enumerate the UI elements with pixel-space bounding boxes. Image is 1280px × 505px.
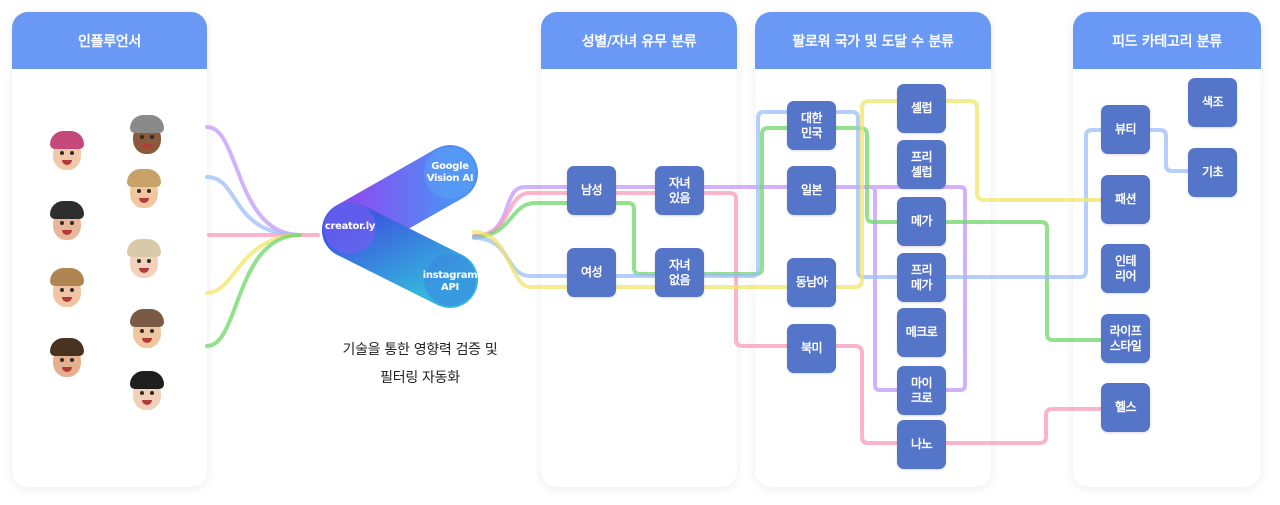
caption-line-2: 필터링 자동화 xyxy=(380,370,460,386)
avatar-eye xyxy=(137,259,141,263)
line-yellow-influencer xyxy=(205,233,302,295)
influencer-panel-title: 인플루언서 xyxy=(12,12,207,69)
avatar-mouth xyxy=(142,338,152,343)
node-pre-mega[interactable]: 프리 메가 xyxy=(897,253,946,302)
avatar-eye xyxy=(60,358,64,362)
avatar-eye xyxy=(137,189,141,193)
node-japan[interactable]: 일본 xyxy=(787,166,836,215)
avatar-cream-cap-thumbsup[interactable] xyxy=(122,236,166,280)
line-green-influencer xyxy=(205,233,302,348)
avatar-mouth xyxy=(62,367,72,372)
avatar-mouth xyxy=(142,144,152,149)
avatar-eye xyxy=(70,151,74,155)
follower-panel-title: 팔로워 국가 및 도달 수 분류 xyxy=(755,12,991,69)
avatar-mouth xyxy=(62,297,72,302)
avatar-blonde-earrings[interactable] xyxy=(45,265,89,309)
node-micro[interactable]: 마이 크로 xyxy=(897,366,946,415)
avatar-hair xyxy=(130,309,164,327)
avatar-blonde-peace[interactable] xyxy=(122,166,166,210)
avatar-eye xyxy=(140,391,144,395)
avatar-eye xyxy=(140,329,144,333)
node-southeast-asia[interactable]: 동남아 xyxy=(787,258,836,307)
engine-node-creatorly: creator.ly xyxy=(324,221,376,232)
avatar-eye xyxy=(147,259,151,263)
avatar-eye xyxy=(150,391,154,395)
avatar-mouth xyxy=(139,198,149,203)
node-health[interactable]: 헬스 xyxy=(1101,383,1150,432)
avatar-hair xyxy=(50,268,84,286)
node-color-makeup[interactable]: 색조 xyxy=(1188,78,1237,127)
line-blue-influencer xyxy=(205,175,302,237)
avatar-black-hair-wink[interactable] xyxy=(125,368,169,412)
avatar-curly-hair[interactable] xyxy=(45,335,89,379)
node-male[interactable]: 남성 xyxy=(567,166,616,215)
node-pre-celeb[interactable]: 프리 셀럽 xyxy=(897,140,946,189)
avatar-eye xyxy=(60,151,64,155)
influencer-panel: 인플루언서 xyxy=(12,12,207,487)
avatar-hair xyxy=(130,115,164,133)
node-has-children[interactable]: 자녀 있음 xyxy=(655,166,704,215)
avatar-eye xyxy=(70,288,74,292)
node-interior[interactable]: 인테 리어 xyxy=(1101,244,1150,293)
node-north-america[interactable]: 북미 xyxy=(787,324,836,373)
line-purple-influencer xyxy=(205,125,302,237)
avatar-mouth xyxy=(139,268,149,273)
avatar-mouth xyxy=(62,160,72,165)
node-celeb[interactable]: 셀럽 xyxy=(897,84,946,133)
avatar-eye xyxy=(60,288,64,292)
node-nano[interactable]: 나노 xyxy=(897,420,946,469)
engine-node-google-vision: Google Vision AI xyxy=(426,161,474,184)
node-korea[interactable]: 대한 민국 xyxy=(787,101,836,150)
avatar-eye xyxy=(140,135,144,139)
follower-country-reach-panel: 팔로워 국가 및 도달 수 분류 xyxy=(755,12,991,487)
feed-panel-title: 피드 카테고리 분류 xyxy=(1073,12,1261,69)
node-fashion[interactable]: 패션 xyxy=(1101,175,1150,224)
avatar-cap-glasses[interactable] xyxy=(45,198,89,242)
avatar-hair xyxy=(127,169,161,187)
avatar-mouth xyxy=(142,400,152,405)
node-beauty[interactable]: 뷰티 xyxy=(1101,105,1150,154)
node-no-children[interactable]: 자녀 없음 xyxy=(655,248,704,297)
node-mega[interactable]: 메가 xyxy=(897,197,946,246)
avatar-mouth xyxy=(62,230,72,235)
gender-children-panel-title: 성별/자녀 유무 분류 xyxy=(541,12,737,69)
avatar-eye xyxy=(70,358,74,362)
avatar-glasses-waving[interactable] xyxy=(125,306,169,350)
avatar-gray-beanie[interactable] xyxy=(125,112,169,156)
caption-line-1: 기술을 통한 영향력 검증 및 xyxy=(342,342,498,358)
node-female[interactable]: 여성 xyxy=(567,248,616,297)
engine-node-instagram-api: instagram API xyxy=(422,270,478,293)
avatar-hair xyxy=(130,371,164,389)
avatar-hair xyxy=(50,201,84,219)
avatar-hair xyxy=(50,338,84,356)
engine-caption: 기술을 통한 영향력 검증 및 필터링 자동화 xyxy=(310,336,530,392)
engine-triangle-graphic xyxy=(322,145,478,308)
avatar-eye xyxy=(150,135,154,139)
avatar-eye xyxy=(150,329,154,333)
node-macro[interactable]: 메크로 xyxy=(897,308,946,357)
avatar-hair xyxy=(50,131,84,149)
node-basic-skincare[interactable]: 기초 xyxy=(1188,148,1237,197)
creatorly-engine: creator.ly Google Vision AI instagram AP… xyxy=(310,140,490,315)
avatar-pink-beanie[interactable] xyxy=(45,128,89,172)
avatar-eye xyxy=(147,189,151,193)
avatar-eye xyxy=(70,221,74,225)
avatar-hair xyxy=(127,239,161,257)
node-lifestyle[interactable]: 라이프 스타일 xyxy=(1101,314,1150,363)
avatar-eye xyxy=(60,221,64,225)
